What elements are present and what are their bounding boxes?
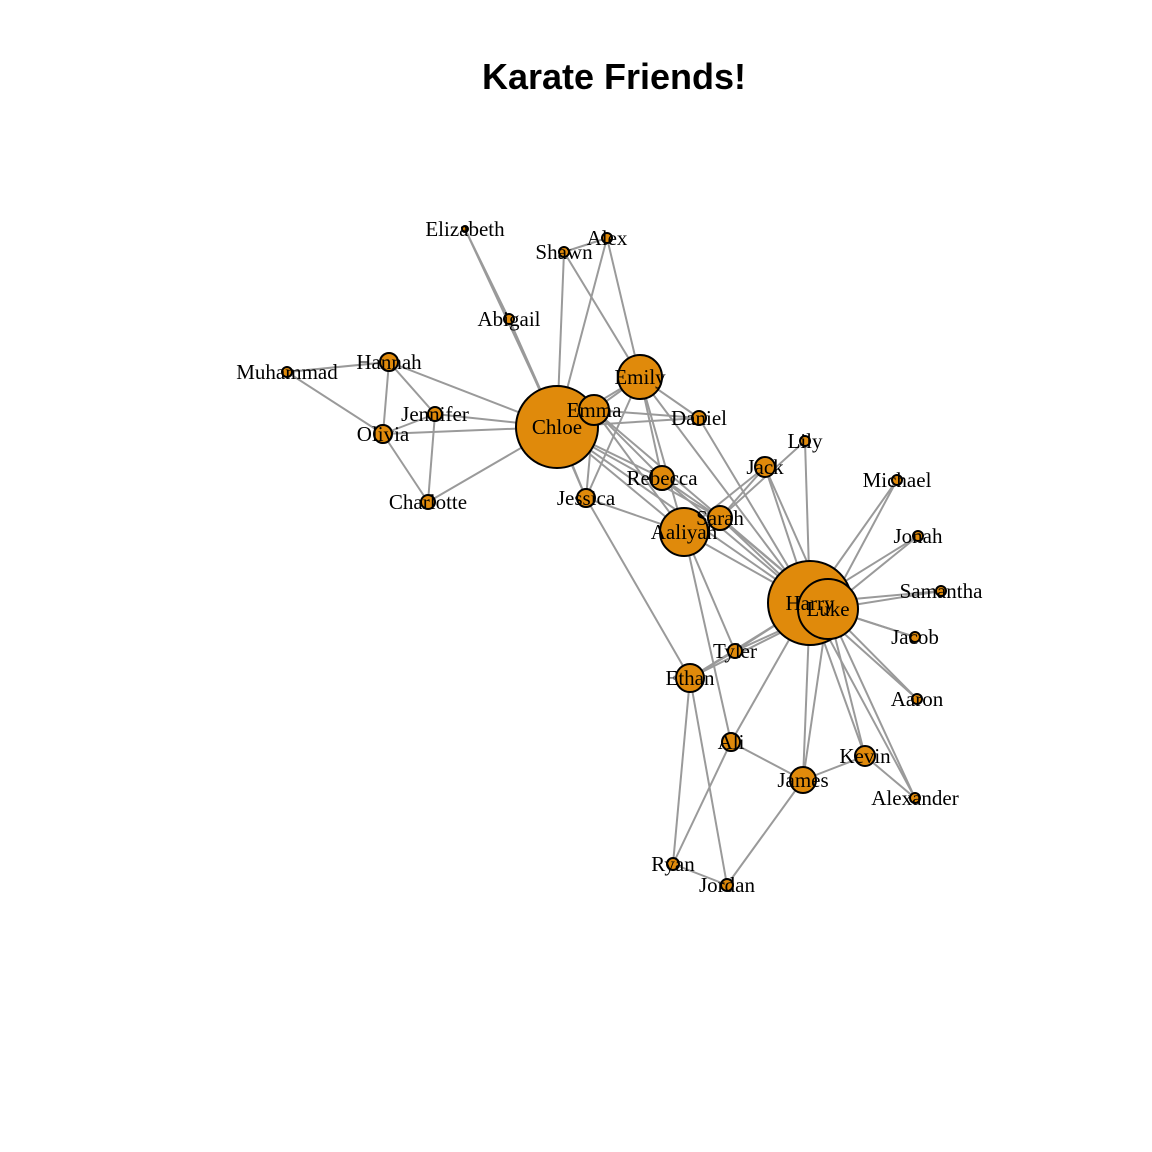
edge-alex-shawn	[563, 237, 608, 253]
edge-emma-rebecca	[593, 409, 663, 479]
node-tyler	[727, 643, 743, 659]
node-aaron	[911, 693, 923, 705]
edge-luke-alexander	[827, 608, 916, 799]
node-label-hannah: Hannah	[356, 350, 422, 374]
chart-title: Karate Friends!	[481, 56, 747, 97]
node-jack	[754, 456, 776, 478]
edge-hannah-olivia	[382, 361, 390, 435]
node-label-chloe: Chloe	[532, 415, 582, 439]
edge-emma-aaliyah	[593, 409, 685, 533]
node-label-elizabeth: Elizabeth	[425, 217, 505, 241]
edge-ethan-jordan	[689, 677, 728, 886]
node-luke	[797, 578, 859, 640]
node-label-jacob: Jacob	[891, 625, 939, 649]
node-jennifer	[427, 406, 443, 422]
node-muhammad	[281, 366, 293, 378]
node-label-ethan: Ethan	[666, 666, 715, 690]
edge-jennifer-charlotte	[427, 413, 436, 503]
node-jonah	[912, 530, 924, 542]
edge-hannah-jennifer	[388, 361, 436, 415]
node-label-aaron: Aaron	[891, 687, 944, 711]
node-kevin	[854, 745, 876, 767]
node-label-sarah: Sarah	[696, 506, 744, 530]
node-label-emily: Emily	[614, 365, 666, 389]
node-sarah	[707, 505, 733, 531]
edge-olivia-muhammad	[286, 371, 384, 435]
node-label-muhammad: Muhammad	[236, 360, 338, 384]
edges-layer	[286, 228, 942, 886]
edge-abigail-elizabeth	[464, 228, 510, 320]
node-james	[789, 766, 817, 794]
node-label-aaliyah: Aaliyah	[651, 520, 718, 544]
node-label-ryan: Ryan	[651, 852, 695, 876]
node-daniel	[691, 410, 707, 426]
node-label-alexander: Alexander	[871, 786, 958, 810]
node-label-jennifer: Jennifer	[401, 402, 469, 426]
edge-james-jordan	[726, 779, 804, 886]
edge-emily-aaliyah	[639, 376, 685, 533]
node-label-tyler: Tyler	[713, 639, 757, 663]
node-label-jack: Jack	[746, 455, 784, 479]
node-label-jonah: Jonah	[894, 524, 943, 548]
node-label-jessica: Jessica	[557, 486, 616, 510]
node-label-jordan: Jordan	[699, 873, 755, 897]
node-label-abigail: Abigail	[478, 307, 541, 331]
node-abigail	[503, 313, 515, 325]
node-aaliyah	[659, 507, 709, 557]
node-label-charlotte: Charlotte	[389, 490, 467, 514]
node-label-shawn: Shawn	[535, 240, 593, 264]
node-label-daniel: Daniel	[671, 406, 727, 430]
node-michael	[891, 474, 903, 486]
node-lily	[799, 435, 811, 447]
node-label-michael: Michael	[863, 468, 932, 492]
edge-sarah-lily	[719, 440, 806, 519]
node-shawn	[558, 246, 570, 258]
node-jacob	[909, 631, 921, 643]
node-jordan	[720, 878, 734, 892]
node-elizabeth	[461, 225, 469, 233]
node-jessica	[576, 488, 596, 508]
node-emma	[578, 394, 610, 426]
node-ryan	[666, 857, 680, 871]
node-label-samantha: Samantha	[900, 579, 983, 603]
edge-ali-ryan	[672, 741, 732, 865]
node-label-kevin: Kevin	[839, 744, 891, 768]
node-chloe	[515, 385, 599, 469]
edge-aaliyah-ali	[683, 531, 732, 743]
edge-olivia-charlotte	[382, 433, 429, 503]
node-emily	[617, 354, 663, 400]
edge-ryan-jordan	[672, 863, 728, 886]
edge-emily-shawn	[563, 251, 641, 378]
node-label-james: James	[777, 768, 828, 792]
node-ethan	[675, 663, 705, 693]
node-label-emma: Emma	[567, 398, 622, 422]
node-label-luke: Luke	[806, 597, 849, 621]
edge-jessica-ethan	[585, 497, 691, 679]
node-hannah	[379, 352, 399, 372]
node-label-harry: Harry	[786, 591, 835, 615]
node-label-lily: Lily	[788, 429, 823, 453]
edge-emily-alex	[606, 237, 641, 378]
nodes-layer	[281, 225, 947, 892]
node-olivia	[373, 424, 393, 444]
node-label-rebecca: Rebecca	[626, 466, 698, 490]
node-ali	[721, 732, 741, 752]
node-label-ali: Ali	[718, 730, 745, 754]
edge-hannah-muhammad	[286, 361, 390, 373]
node-charlotte	[420, 494, 436, 510]
node-samantha	[935, 585, 947, 597]
node-rebecca	[649, 465, 675, 491]
node-alexander	[909, 792, 921, 804]
edge-emma-daniel	[593, 409, 700, 419]
node-label-olivia: Olivia	[357, 422, 410, 446]
node-label-alex: Alex	[587, 226, 628, 250]
edge-ethan-ryan	[672, 677, 691, 865]
node-alex	[601, 232, 613, 244]
